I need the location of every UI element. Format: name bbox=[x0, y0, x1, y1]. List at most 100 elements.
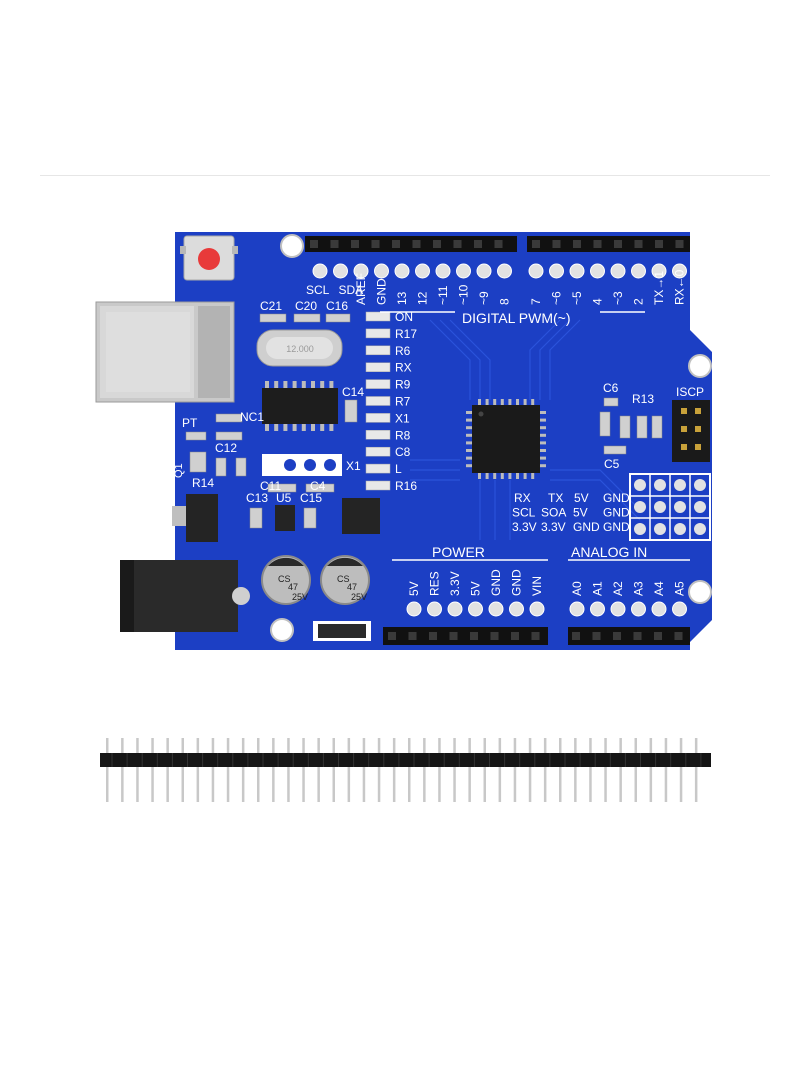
analog-pin-label: A2 bbox=[611, 581, 625, 596]
header-pin bbox=[392, 738, 396, 802]
header-pin bbox=[589, 738, 592, 802]
top-header-right bbox=[527, 236, 690, 252]
top-header-pins bbox=[310, 240, 684, 248]
label-r13: R13 bbox=[632, 392, 654, 406]
label-c5: C5 bbox=[604, 457, 620, 471]
analog-pin-label: A1 bbox=[591, 581, 605, 596]
power-pin-label: RES bbox=[428, 571, 442, 596]
header-pin bbox=[226, 738, 230, 802]
label-pt: PT bbox=[182, 416, 198, 430]
bottom-header-pins bbox=[388, 632, 683, 640]
diode bbox=[318, 624, 366, 638]
header-pin bbox=[528, 738, 532, 802]
header-pin bbox=[513, 738, 517, 802]
bottom-pads bbox=[406, 601, 687, 617]
pcb-traces bbox=[410, 319, 641, 540]
label-c16: C16 bbox=[326, 299, 348, 313]
label-c6: C6 bbox=[603, 381, 619, 395]
regulator-tab bbox=[172, 506, 186, 526]
power-header bbox=[383, 627, 548, 645]
header-pin bbox=[664, 738, 668, 802]
label-c13: C13 bbox=[246, 491, 268, 505]
label-nc1: NC1 bbox=[240, 410, 264, 424]
led-label: R8 bbox=[395, 428, 411, 442]
top-pin-label: ~3 bbox=[611, 291, 625, 305]
header-pin bbox=[166, 738, 169, 802]
top-pin-label: 12 bbox=[416, 291, 430, 305]
header-pin bbox=[423, 738, 426, 802]
table-cell-label: SCL bbox=[512, 506, 536, 520]
top-pin-label: GND bbox=[375, 278, 389, 305]
led-label: R9 bbox=[395, 378, 411, 392]
label-iscp: ISCP bbox=[676, 385, 704, 399]
top-pin-label: ~6 bbox=[550, 291, 564, 305]
table-cell-label: GND bbox=[573, 520, 600, 534]
header-pin bbox=[211, 738, 215, 802]
label-c20: C20 bbox=[295, 299, 317, 313]
power-pin-label: VIN bbox=[530, 576, 544, 596]
header-pin bbox=[121, 738, 124, 802]
header-pin bbox=[574, 738, 577, 802]
top-pin-label: 4 bbox=[591, 298, 605, 305]
label-c4: C4 bbox=[310, 479, 326, 493]
header-pin bbox=[498, 738, 502, 802]
label-q1: Q1 bbox=[173, 463, 185, 478]
top-pin-label: SDA bbox=[339, 283, 364, 297]
led-label: R6 bbox=[395, 344, 411, 358]
x1-footprint bbox=[262, 454, 342, 476]
top-pin-label: 8 bbox=[498, 298, 512, 305]
header-pin bbox=[543, 738, 547, 802]
header-pin bbox=[559, 738, 562, 802]
led-label: R17 bbox=[395, 327, 417, 341]
header-pin bbox=[317, 738, 320, 802]
top-pin-label: 7 bbox=[529, 298, 543, 305]
table-cell-label: SOA bbox=[541, 506, 566, 520]
table-cell-label: 3.3V bbox=[512, 520, 537, 534]
header-pin bbox=[332, 738, 335, 802]
header-pin bbox=[634, 738, 637, 802]
svg-text:47: 47 bbox=[347, 582, 357, 592]
power-pin-label: GND bbox=[489, 569, 503, 596]
reset-button bbox=[180, 235, 238, 281]
top-pin-label: ~11 bbox=[436, 285, 450, 305]
header-pin bbox=[181, 738, 184, 802]
svg-text:25V: 25V bbox=[292, 592, 308, 602]
header-pin bbox=[347, 738, 351, 802]
svg-text:CS: CS bbox=[337, 574, 350, 584]
top-pin-label: RX←0 bbox=[673, 269, 687, 305]
usb-serial-chip bbox=[262, 381, 338, 431]
header-pin bbox=[604, 738, 607, 802]
dc-power-jack bbox=[120, 560, 250, 632]
power-label: POWER bbox=[432, 544, 485, 560]
table-cell-label: GND bbox=[603, 520, 630, 534]
table-cell-label: RX bbox=[514, 491, 531, 505]
label-c11: C11 bbox=[260, 479, 281, 493]
label-c15: C15 bbox=[300, 491, 322, 505]
header-pin bbox=[438, 738, 441, 802]
analog-label: ANALOG IN bbox=[571, 544, 647, 560]
top-pin-label: 13 bbox=[395, 291, 409, 305]
label-c14: C14 bbox=[342, 385, 364, 399]
capacitor-1: CS 47 25V bbox=[261, 555, 311, 605]
header-pin bbox=[287, 738, 290, 802]
pin-label-grid bbox=[629, 473, 711, 541]
crystal-oscillator: 12.000 bbox=[256, 329, 343, 367]
header-pin bbox=[136, 738, 139, 802]
label-r14: R14 bbox=[192, 476, 214, 490]
led-label: R7 bbox=[395, 395, 411, 409]
analog-pin-label: A4 bbox=[652, 581, 666, 596]
header-pin bbox=[468, 738, 471, 802]
header-pin bbox=[151, 738, 154, 802]
table-cell-label: TX bbox=[548, 491, 563, 505]
label-x1: X1 bbox=[346, 459, 361, 473]
top-pin-label: ~5 bbox=[570, 291, 584, 305]
led-label: L bbox=[395, 462, 402, 476]
power-pin-label: 5V bbox=[407, 581, 421, 596]
svg-text:47: 47 bbox=[288, 582, 298, 592]
usb-connector bbox=[95, 301, 235, 403]
analog-pin-label: A0 bbox=[570, 581, 584, 596]
led-label: C8 bbox=[395, 445, 411, 459]
top-pin-label: AREF bbox=[354, 273, 368, 305]
top-pin-label: TX→1 bbox=[652, 271, 666, 305]
